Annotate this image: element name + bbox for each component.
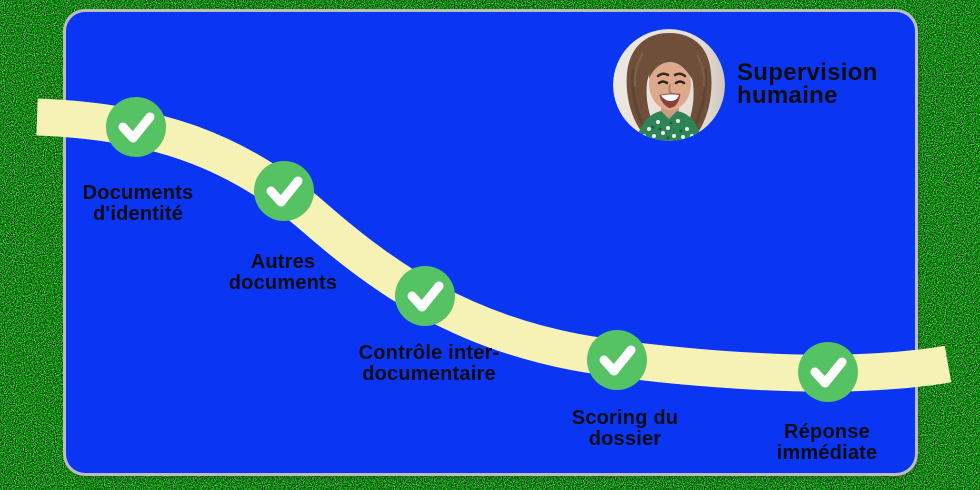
supervision-humaine-label: Supervision humaine: [737, 59, 878, 109]
avatar: [613, 29, 725, 141]
check-badge-5: [798, 342, 858, 402]
check-icon: [118, 112, 155, 143]
step-label-controle-interdocumentaire: Contrôle inter- documentaire: [358, 342, 500, 385]
check-badge-4: [587, 330, 647, 390]
check-badge-3: [395, 266, 455, 326]
panel-card: [66, 12, 915, 473]
step-label-reponse-immediate: Réponse immédiate: [776, 421, 878, 464]
step-label-autres-documents: Autres documents: [228, 251, 338, 294]
check-icon: [599, 345, 636, 376]
check-icon: [810, 357, 847, 388]
check-badge-1: [106, 97, 166, 157]
check-badge-2: [254, 161, 314, 221]
check-icon: [266, 176, 303, 207]
step-label-documents-identite: Documents d'identité: [82, 182, 194, 225]
check-icon: [407, 281, 444, 312]
step-label-scoring-dossier: Scoring du dossier: [571, 407, 679, 450]
